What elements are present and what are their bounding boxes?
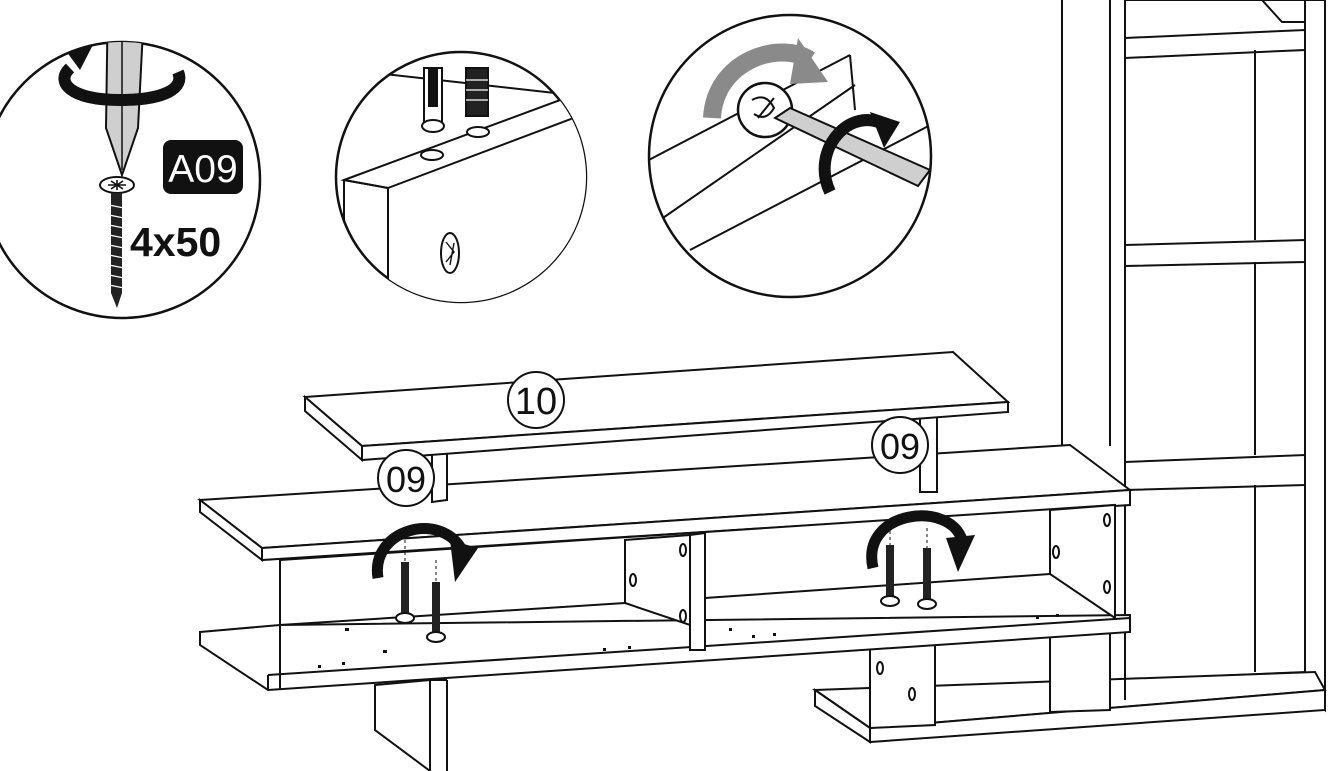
- tall-shelf-unit: [1061, 0, 1326, 713]
- screw-icon: [880, 545, 900, 607]
- cam-lock-icon: [736, 81, 794, 139]
- rotate-arrow-icon: [818, 112, 900, 195]
- lower-plinth: [811, 623, 1327, 744]
- part-code-badge: [163, 140, 243, 194]
- part-code-label: A09: [168, 148, 237, 191]
- rotate-arrow-grey-icon: [703, 38, 828, 120]
- label-left-support-text: 09: [386, 459, 426, 500]
- detail-circle-tighten-cam: [647, 13, 933, 299]
- cam-bolt-icon: [465, 67, 489, 117]
- rotate-arrow-icon: [371, 523, 478, 582]
- pin-holes: [318, 614, 1059, 668]
- cam-lock-icon: [440, 232, 460, 274]
- screw-icon: [99, 176, 135, 308]
- dowel-icon: [421, 67, 445, 133]
- label-top-shelf-text: 10: [515, 381, 557, 423]
- label-top-shelf: 10: [507, 371, 565, 429]
- screw-icon: [917, 548, 937, 610]
- label-right-support: 09: [871, 416, 929, 474]
- label-left-support: 09: [377, 449, 435, 507]
- screw-icon: [395, 562, 415, 624]
- screw-size-label: 4x50: [130, 219, 221, 265]
- detail-circle-cam-holes: [334, 50, 588, 304]
- detail-circle-screw: A09 4x50: [0, 40, 262, 320]
- screwdriver-icon: [772, 106, 931, 188]
- label-right-support-text: 09: [880, 426, 920, 467]
- top-shelf: [302, 350, 1011, 463]
- screw-icon: [426, 582, 446, 643]
- rotate-arrow-icon: [866, 510, 975, 572]
